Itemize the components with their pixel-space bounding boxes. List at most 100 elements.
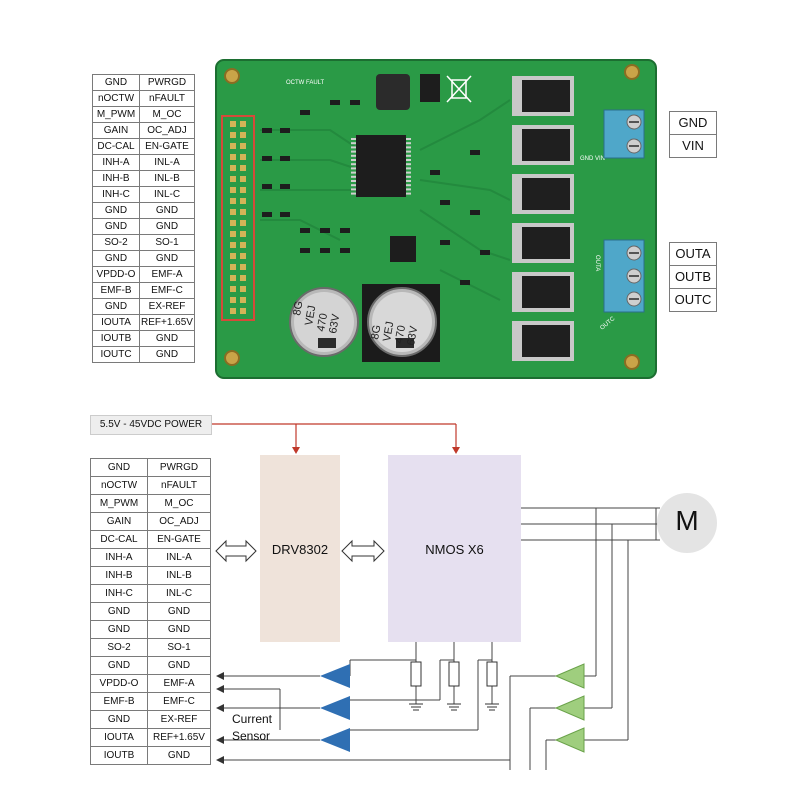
header-pin [240, 253, 246, 259]
power-terminal [603, 109, 645, 159]
pin-left-cell: GND [92, 218, 140, 235]
ground-symbols [409, 703, 499, 711]
label-outb: OUTB [669, 265, 717, 289]
mosfet-array [512, 76, 574, 361]
pin-right-cell: GND [147, 746, 211, 765]
double-arrow-left [215, 539, 257, 563]
current-sense-amplifiers [320, 664, 350, 752]
pin-left-cell: GAIN [92, 122, 140, 139]
pin-left-cell: SO-2 [92, 234, 140, 251]
pin-right-cell: OC_ADJ [139, 122, 195, 139]
small-ic [390, 236, 416, 262]
pin-right-cell: GND [139, 202, 195, 219]
cap-left-line1: 8G [291, 300, 305, 317]
pin-left-cell: M_PWM [92, 106, 140, 123]
pin-left-cell: SO-2 [90, 638, 148, 657]
double-arrow-right [341, 539, 385, 563]
pin-left-cell: INH-C [90, 584, 148, 603]
power-lines [210, 423, 457, 450]
pin-left-cell: INH-A [90, 548, 148, 567]
pin-right-cell: GND [147, 620, 211, 639]
shunt-resistors [410, 661, 498, 687]
pin-left-cell: GND [90, 602, 148, 621]
phase-lines [220, 507, 660, 770]
header-pin [230, 275, 236, 281]
header-pin [230, 176, 236, 182]
header-pin [230, 220, 236, 226]
motor-label: M [675, 505, 699, 536]
pin-left-cell: INH-B [92, 170, 140, 187]
weee-icon [446, 75, 472, 103]
pin-left-cell: GND [90, 458, 148, 477]
header-pin [240, 143, 246, 149]
cap-right-line1: 8G [369, 324, 383, 341]
header-pin [240, 132, 246, 138]
cap-right-line4: 63V [405, 325, 420, 347]
pin-left-cell: GND [90, 710, 148, 729]
header-pin [230, 286, 236, 292]
pin-right-cell: EN-GATE [147, 530, 211, 549]
header-pin [230, 165, 236, 171]
header-pin [230, 187, 236, 193]
header-pin [230, 264, 236, 270]
header-pin [230, 121, 236, 127]
pin-left-cell: GND [92, 298, 140, 315]
cap-left-line3: 470 [315, 312, 330, 332]
header-pin [240, 198, 246, 204]
pin-left-cell: EMF-B [92, 282, 140, 299]
label-outa: OUTA [669, 242, 717, 266]
header-pin [230, 308, 236, 314]
pin-left-cell: IOUTB [90, 746, 148, 765]
current-sensor-line2: Sensor [232, 729, 271, 743]
capacitor-left [289, 287, 359, 357]
pin-left-cell: IOUTB [92, 330, 140, 347]
pin-left-cell: GAIN [90, 512, 148, 531]
power-label: 5.5V - 45VDC POWER [90, 415, 212, 435]
pin-left-cell: EMF-B [90, 692, 148, 711]
label-outc: OUTC [669, 288, 717, 312]
pin-right-cell: GND [139, 346, 195, 363]
header-pin [240, 264, 246, 270]
label-vin: VIN [669, 134, 717, 158]
pin-left-cell: VPDD-O [90, 674, 148, 693]
pin-right-cell: REF+1.65V [147, 728, 211, 747]
header-pin [240, 242, 246, 248]
pin-right-cell: GND [139, 218, 195, 235]
pin-right-cell: PWRGD [139, 74, 195, 91]
label-gnd: GND [669, 111, 717, 135]
drv8302-block [260, 455, 340, 642]
pin-right-cell: SO-1 [139, 234, 195, 251]
header-pin [230, 143, 236, 149]
pin-left-cell: INH-B [90, 566, 148, 585]
pin-right-cell: EMF-C [147, 692, 211, 711]
pin-left-cell: IOUTC [92, 346, 140, 363]
pin-right-cell: EMF-C [139, 282, 195, 299]
pin-right-cell: EMF-A [147, 674, 211, 693]
power-arrow-mosfet [452, 447, 460, 454]
cap-left-line4: 63V [327, 313, 342, 335]
header-pin [240, 187, 246, 193]
header-pin [240, 165, 246, 171]
silk-gnd-vin: GND VIN [580, 156, 605, 162]
cap-right-line3: 470 [393, 324, 408, 344]
header-pin [240, 286, 246, 292]
